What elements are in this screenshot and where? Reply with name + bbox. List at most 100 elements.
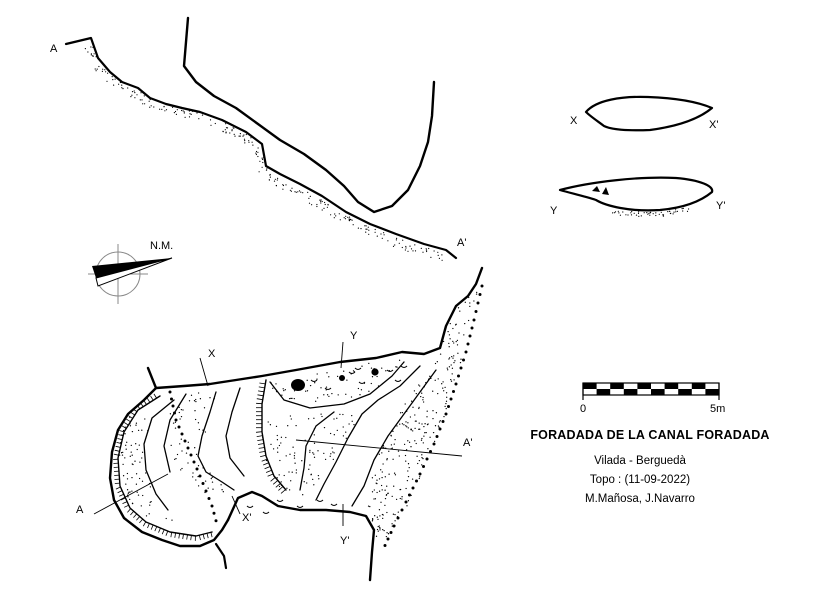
- sediment-dot: [359, 394, 361, 396]
- sediment-dot: [448, 366, 451, 368]
- sediment-dot: [281, 394, 283, 396]
- sediment-dot: [382, 517, 384, 520]
- plan-drip-line-left: [168, 390, 218, 523]
- sediment-dot: [383, 446, 385, 448]
- sediment-dot: [407, 500, 410, 502]
- sediment-dot: [255, 152, 257, 154]
- sediment-dot: [397, 450, 400, 452]
- sediment-dot: [405, 247, 407, 249]
- sediment-dot: [406, 426, 408, 428]
- sediment-dot: [385, 535, 388, 538]
- sediment-dot: [350, 396, 353, 398]
- sediment-dot: [353, 423, 355, 426]
- plan-view: [93, 266, 484, 582]
- sediment-dot: [196, 112, 198, 114]
- label-scale-max: 5m: [710, 403, 725, 415]
- step-hatch-tick: [133, 513, 137, 518]
- drip-dot: [476, 301, 480, 305]
- sediment-dot: [448, 357, 451, 359]
- sediment-dot: [173, 112, 175, 114]
- sediment-dot: [380, 484, 383, 487]
- sediment-dot: [374, 231, 376, 233]
- sediment-dot: [179, 443, 181, 445]
- profile-sediment-stipple: [84, 46, 443, 261]
- sediment-dot: [357, 387, 360, 390]
- drip-dot: [204, 489, 208, 493]
- sediment-dot: [617, 210, 619, 212]
- step-hatch-tick: [210, 532, 213, 538]
- step-hatch-tick: [257, 443, 264, 445]
- sediment-dot: [378, 490, 381, 492]
- sediment-dot: [306, 379, 308, 381]
- sediment-dot: [125, 444, 127, 446]
- sediment-dot: [165, 109, 168, 111]
- drip-dot: [449, 397, 453, 401]
- sediment-dot: [179, 418, 181, 420]
- sediment-dot: [386, 485, 388, 487]
- plan-step-left-hatch: [113, 393, 213, 541]
- step-hatch-tick: [178, 533, 180, 539]
- sediment-dot: [141, 457, 143, 459]
- sediment-dot: [225, 127, 228, 129]
- drip-dot: [400, 508, 404, 512]
- sediment-dot: [130, 444, 132, 447]
- sediment-dot: [381, 367, 383, 369]
- sediment-dot: [268, 179, 270, 181]
- sediment-dot: [192, 472, 194, 474]
- sediment-dot: [321, 415, 323, 418]
- sediment-dot: [439, 353, 442, 355]
- sediment-dot: [337, 394, 339, 396]
- sediment-dot: [308, 202, 311, 204]
- sediment-dot: [433, 440, 436, 443]
- sediment-dot: [371, 491, 374, 493]
- sediment-dot: [655, 212, 657, 214]
- sediment-dot: [284, 389, 286, 391]
- sediment-dot: [92, 46, 94, 49]
- sediment-dot: [401, 498, 403, 500]
- sediment-dot: [640, 215, 642, 217]
- step-hatch-tick: [170, 532, 172, 538]
- pebble-mark: [296, 505, 304, 508]
- sediment-dot: [448, 342, 450, 345]
- step-hatch-tick: [264, 466, 271, 470]
- sediment-dot: [374, 498, 377, 500]
- plan-boulder-small-2: [339, 375, 345, 381]
- sediment-dot: [410, 248, 413, 250]
- sediment-dot: [187, 462, 189, 464]
- sediment-dot: [135, 483, 138, 485]
- sediment-dot: [332, 458, 334, 461]
- plan-top-wall: [154, 266, 484, 390]
- step-hatch-tick: [124, 504, 129, 508]
- step-hatch-tick: [119, 493, 124, 497]
- sediment-dot: [446, 396, 448, 398]
- sediment-dot: [87, 51, 89, 53]
- sediment-dot: [418, 406, 420, 409]
- step-hatch-tick: [139, 518, 144, 524]
- sediment-dot: [384, 504, 386, 507]
- step-hatch-tick: [258, 390, 265, 393]
- sediment-dot: [298, 190, 301, 192]
- sediment-dot: [374, 515, 376, 517]
- sediment-dot: [421, 437, 423, 440]
- sediment-dot: [407, 440, 409, 442]
- label-profile-a: A: [50, 43, 58, 55]
- drip-dot: [444, 412, 448, 416]
- sediment-dot: [682, 210, 684, 212]
- sediment-dot: [225, 132, 227, 134]
- sediment-dot: [361, 365, 363, 367]
- sediment-dot: [131, 476, 133, 479]
- sediment-dot: [451, 355, 453, 358]
- sediment-dot: [437, 251, 439, 253]
- sediment-dot: [331, 447, 333, 449]
- sediment-dot: [194, 418, 197, 421]
- sediment-dot: [456, 344, 459, 346]
- drip-dot: [404, 500, 408, 504]
- sediment-dot: [376, 235, 378, 237]
- pebble-mark: [394, 379, 402, 382]
- pebble-mark: [316, 499, 324, 502]
- sediment-dot: [291, 397, 293, 400]
- sediment-dot: [149, 504, 151, 506]
- sediment-dot: [308, 197, 310, 199]
- sediment-dot: [396, 425, 398, 427]
- plan-contour-5: [269, 361, 405, 409]
